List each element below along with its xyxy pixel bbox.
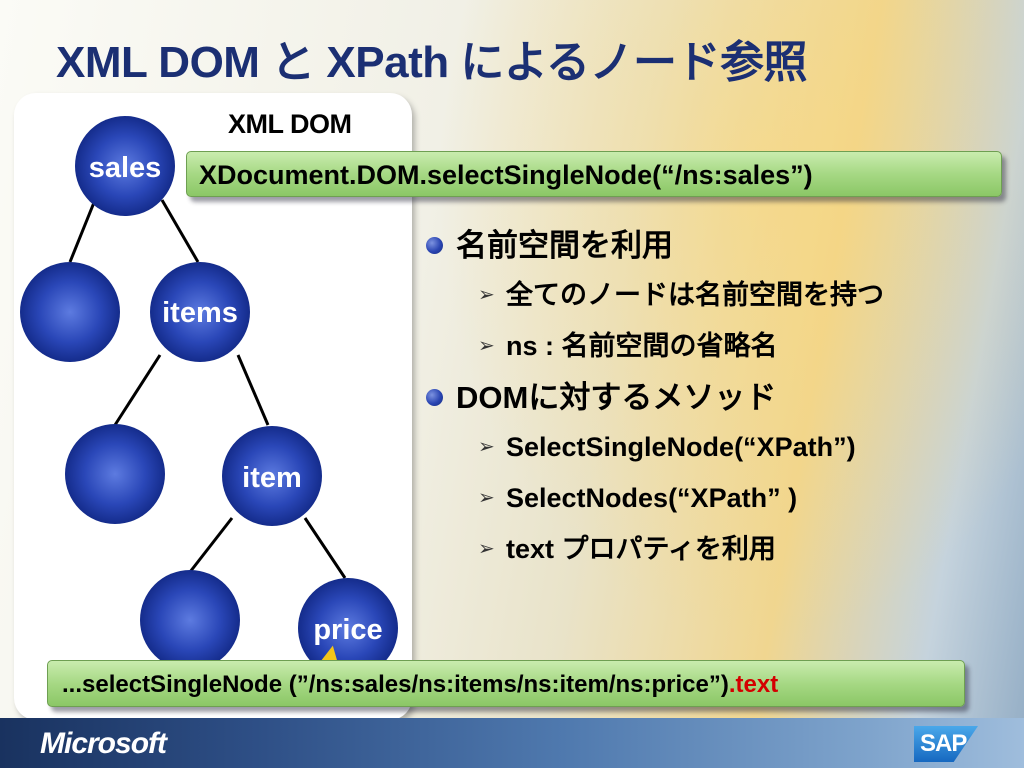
- background-glow: [380, 0, 1024, 720]
- arrow-right-icon: ➢: [478, 487, 495, 509]
- bullet-dot-icon: [426, 237, 443, 254]
- edge-item-left: [188, 517, 234, 573]
- edge-sales-left: [68, 199, 97, 263]
- bullet-dot-icon: [426, 389, 443, 406]
- code-select-price-text: ...selectSingleNode (”/ns:sales/ns:items…: [47, 660, 965, 707]
- sub-bullet-text: text プロパティを利用: [506, 534, 776, 564]
- node-label-items: items: [162, 297, 238, 329]
- sub-bullet: ➢ SelectNodes(“XPath” ): [422, 477, 1002, 528]
- code-bottom-main: ...selectSingleNode (”/ns:sales/ns:items…: [62, 671, 729, 698]
- node-highlight-bands: [22, 313, 238, 631]
- node-unlabeled-2: [65, 424, 165, 524]
- sub-bullet: ➢ SelectSingleNode(“XPath”): [422, 426, 1002, 477]
- bullet-list: 名前空間を利用 ➢ 全てのノードは名前空間を持つ ➢ ns : 名前空間の省略名…: [422, 224, 1002, 579]
- arrow-right-icon: ➢: [478, 284, 495, 306]
- node-unlabeled-1: [20, 262, 120, 362]
- node-unlabeled-3: [140, 570, 240, 670]
- tree-panel-title: XML DOM: [228, 109, 352, 139]
- code-select-sales: XDocument.DOM.selectSingleNode(“/ns:sale…: [186, 151, 1002, 197]
- sub-bullet-text: ns : 名前空間の省略名: [506, 331, 778, 361]
- code-bottom-text-property: .text: [728, 671, 779, 698]
- node-price: [298, 578, 398, 678]
- arrow-right-icon: ➢: [478, 436, 495, 458]
- node-sales: [75, 116, 175, 216]
- node-items: [150, 262, 250, 362]
- bullet-text: DOMに対するメソッド: [456, 380, 777, 415]
- edge-items-left: [113, 354, 162, 426]
- node-label-item: item: [242, 462, 302, 494]
- bullet-dom-methods: DOMに対するメソッド: [422, 376, 1002, 426]
- slide-title: XML DOM と XPath によるノード参照: [56, 38, 808, 87]
- edge-item-price: [303, 517, 347, 579]
- sub-bullet: ➢ ns : 名前空間の省略名: [422, 325, 1002, 376]
- node-item: [222, 426, 322, 526]
- bullet-namespaces: 名前空間を利用: [422, 224, 1002, 274]
- tree-nodes: [20, 116, 398, 678]
- tree-edges: [68, 199, 347, 579]
- edge-items-item: [236, 354, 270, 426]
- arrow-right-icon: ➢: [478, 335, 495, 357]
- microsoft-logo: Microsoft: [40, 727, 167, 760]
- sub-bullet: ➢ 全てのノードは名前空間を持つ: [422, 274, 1002, 325]
- footer-bar: [0, 718, 1024, 768]
- arrow-right-icon: ➢: [478, 538, 495, 560]
- sub-bullet-text: SelectSingleNode(“XPath”): [506, 432, 856, 462]
- node-label-sales: sales: [88, 152, 162, 184]
- node-label-price: price: [313, 614, 383, 646]
- sub-bullet: ➢ text プロパティを利用: [422, 528, 1002, 579]
- sub-bullet-text: 全てのノードは名前空間を持つ: [506, 280, 884, 310]
- bullet-text: 名前空間を利用: [456, 228, 673, 263]
- sub-bullet-text: SelectNodes(“XPath” ): [506, 483, 798, 513]
- edge-sales-items: [160, 199, 200, 263]
